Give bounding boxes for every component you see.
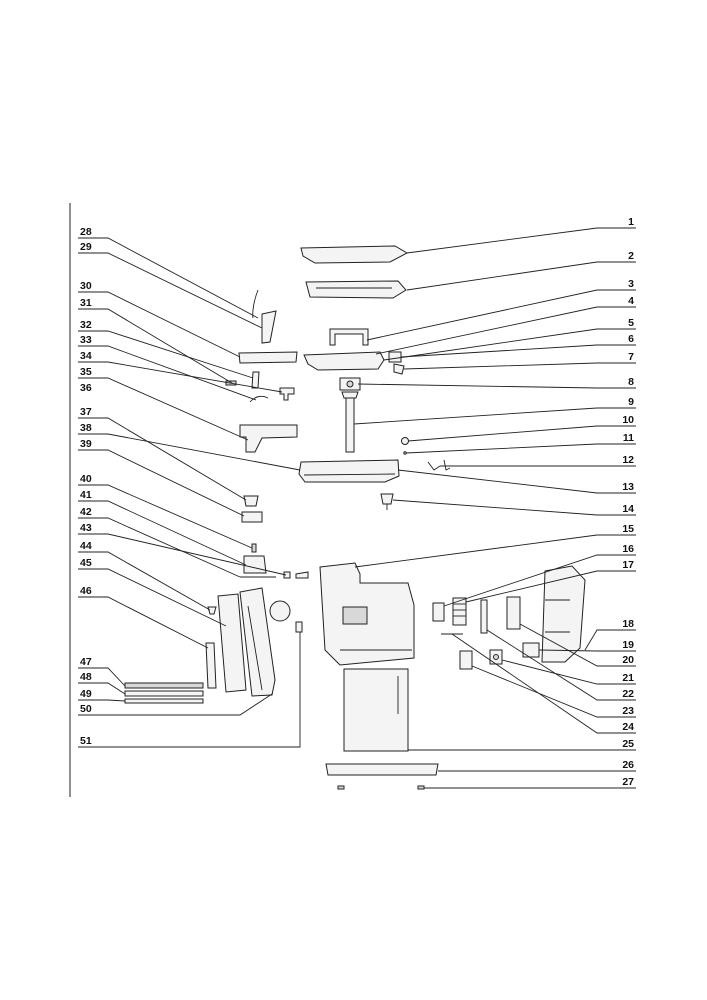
callout-23: 23 [622, 705, 634, 717]
callout-31: 31 [80, 297, 92, 309]
callout-46: 46 [80, 585, 92, 597]
part-46-strip [205, 642, 217, 689]
callout-7: 7 [628, 351, 634, 363]
callout-8: 8 [628, 376, 634, 388]
part-37-valve-top [243, 495, 259, 507]
callout-3: 3 [628, 278, 634, 290]
part-27-foot-a [337, 785, 345, 790]
callout-5: 5 [628, 317, 634, 329]
callout-26: 26 [622, 759, 634, 771]
part-23-relay [459, 650, 473, 670]
part-48-bar [124, 690, 204, 697]
callout-48: 48 [80, 671, 92, 683]
part-22-rod [480, 599, 488, 634]
part-12-spring-clips [427, 459, 451, 471]
part-43-connector [283, 571, 291, 579]
callout-37: 37 [80, 406, 92, 418]
callout-10: 10 [622, 414, 634, 426]
callout-50: 50 [80, 703, 92, 715]
part-6-small-box [388, 351, 402, 363]
part-27-foot-b [417, 785, 425, 790]
part-11-pin [403, 451, 407, 455]
callout-34: 34 [80, 350, 92, 362]
part-18-side-panel [541, 565, 586, 663]
callout-32: 32 [80, 319, 92, 331]
callout-40: 40 [80, 473, 92, 485]
callout-36: 36 [80, 382, 92, 394]
part-13-tray-base [298, 459, 400, 483]
left-callout-labels: 28 29 30 31 32 33 34 35 36 37 38 39 40 4… [80, 226, 92, 747]
callout-16: 16 [622, 543, 634, 555]
part-49-bar [124, 698, 204, 704]
part-1-top-cover [300, 245, 409, 264]
callout-1: 1 [628, 216, 634, 228]
right-callout-labels: 1 2 3 4 5 6 7 8 9 10 11 12 13 14 15 16 1… [622, 216, 634, 788]
part-16-cartridge [432, 602, 445, 622]
part-3-bracket [329, 328, 369, 346]
callout-9: 9 [628, 396, 634, 408]
callout-2: 2 [628, 250, 634, 262]
part-drawings [124, 245, 586, 790]
part-5-chassis-plate [303, 351, 385, 371]
callout-35: 35 [80, 366, 92, 378]
part-40-pin [251, 543, 257, 553]
part-29-handle [261, 310, 277, 344]
part-2-cover-frame [305, 280, 407, 299]
part-51-motor [269, 600, 291, 622]
part-45-panel [217, 593, 247, 693]
callout-17: 17 [622, 559, 634, 571]
part-47-bar [124, 682, 204, 689]
callout-29: 29 [80, 241, 92, 253]
callout-6: 6 [628, 333, 634, 345]
part-25-bottom-box [343, 668, 409, 752]
callout-13: 13 [622, 481, 634, 493]
part-10-washer [401, 437, 409, 445]
part-43b-clip [295, 571, 309, 579]
callout-14: 14 [622, 503, 634, 515]
callout-44: 44 [80, 540, 92, 552]
part-26-base-plate [325, 763, 439, 776]
callout-43: 43 [80, 522, 92, 534]
callout-20: 20 [622, 654, 634, 666]
part-14-nozzle [380, 493, 394, 505]
part-30-top-plate [238, 351, 298, 364]
callout-27: 27 [622, 776, 634, 788]
part-44-screw [207, 606, 217, 615]
part-17-filter [452, 597, 467, 626]
callout-22: 22 [622, 688, 634, 700]
callout-49: 49 [80, 688, 92, 700]
callout-28: 28 [80, 226, 92, 238]
part-9-tube [345, 391, 355, 453]
callout-30: 30 [80, 280, 92, 292]
callout-24: 24 [622, 721, 634, 733]
callout-42: 42 [80, 506, 92, 518]
part-36-pump [239, 424, 298, 453]
callout-4: 4 [628, 295, 634, 307]
callout-41: 41 [80, 489, 92, 501]
callout-15: 15 [622, 523, 634, 535]
callout-33: 33 [80, 334, 92, 346]
callout-11: 11 [623, 432, 634, 444]
part-41-block [243, 555, 267, 574]
part-20-board [506, 596, 521, 630]
callout-18: 18 [622, 618, 634, 630]
part-34-tee [279, 387, 295, 401]
callout-12: 12 [622, 454, 634, 466]
callout-51: 51 [80, 735, 92, 747]
callout-19: 19 [622, 639, 634, 651]
part-50-front-door [239, 587, 276, 697]
callout-25: 25 [622, 738, 634, 750]
callout-45: 45 [80, 557, 92, 569]
callout-38: 38 [80, 422, 92, 434]
callout-21: 21 [622, 672, 634, 684]
part-33-hose [249, 395, 269, 403]
callout-47: 47 [80, 656, 92, 668]
part-32-elbow [251, 371, 260, 389]
callout-39: 39 [80, 438, 92, 450]
part-38-valve-foot [241, 511, 263, 523]
leader-lines [78, 227, 636, 789]
part-7-clip [393, 363, 405, 375]
part-28-arm [252, 289, 259, 319]
